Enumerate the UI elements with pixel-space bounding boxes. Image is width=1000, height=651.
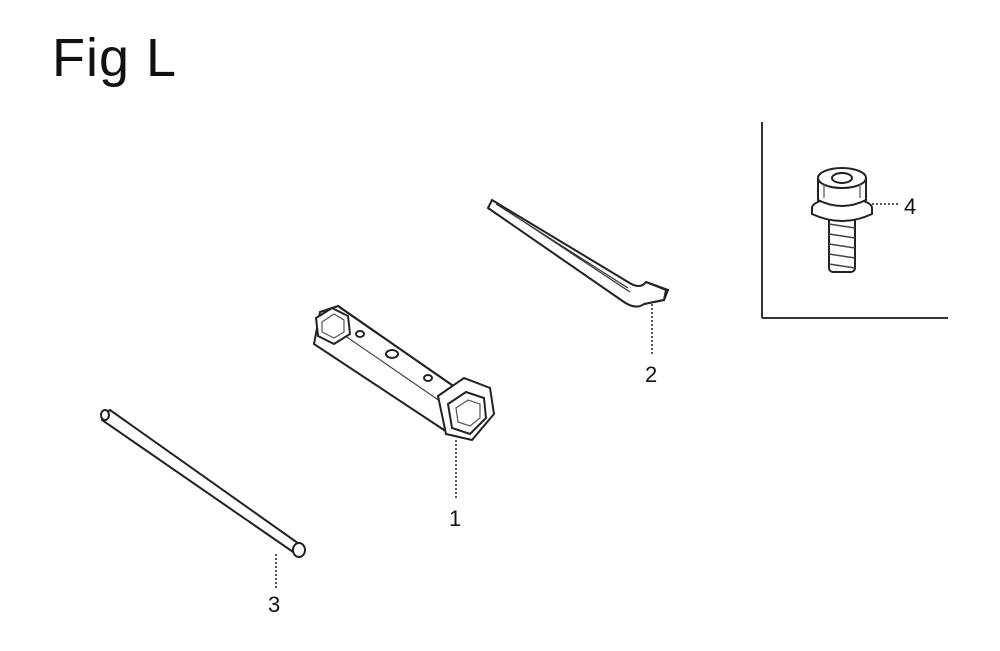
callout-3: 3 (268, 592, 280, 617)
part-1-socket-wrench (312, 304, 496, 442)
callout-4: 4 (904, 194, 916, 219)
inset-box (761, 122, 948, 319)
part-3-tommy-bar (100, 408, 306, 558)
part-2-hex-key (486, 198, 670, 308)
callout-1: 1 (449, 506, 461, 531)
callout-2: 2 (645, 362, 657, 387)
figure-title: Fig L (52, 28, 178, 88)
part-4-bolt (811, 167, 873, 273)
